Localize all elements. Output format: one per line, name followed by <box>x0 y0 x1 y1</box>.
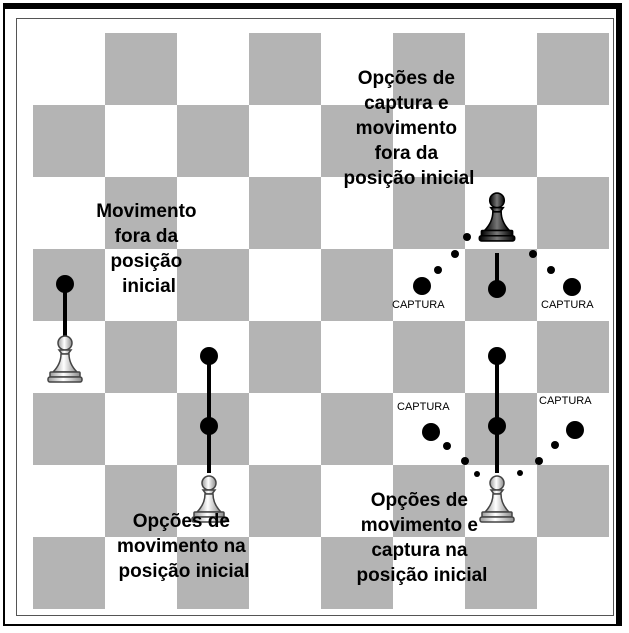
label-bottom-left: Opções de movimento na posição inicial <box>117 511 251 582</box>
diagram-svg: Opções de captura e movimento fora da po… <box>33 33 609 609</box>
dark-square <box>249 33 321 105</box>
move-dot <box>200 417 218 435</box>
capture-trail-dot <box>517 470 523 476</box>
light-square <box>537 537 609 609</box>
move-dots <box>56 275 506 435</box>
dark-square <box>249 177 321 249</box>
label-bottom-right: Opções de movimento e captura na posição… <box>357 490 488 586</box>
move-dot <box>488 280 506 298</box>
capture-trail-dot <box>474 471 480 477</box>
light-square <box>105 393 177 465</box>
capture-trail-dot <box>434 266 442 274</box>
light-square <box>321 465 393 537</box>
dark-square <box>537 177 609 249</box>
dark-square <box>393 33 465 105</box>
dark-square <box>105 465 177 537</box>
light-square <box>465 33 537 105</box>
dark-square <box>537 465 609 537</box>
dark-square <box>177 105 249 177</box>
dark-square <box>105 177 177 249</box>
dark-square <box>321 393 393 465</box>
dark-square <box>537 33 609 105</box>
light-square <box>249 537 321 609</box>
light-square <box>33 33 105 105</box>
capture-trail-dot <box>535 457 543 465</box>
dark-square <box>321 537 393 609</box>
light-square <box>177 177 249 249</box>
capture-label: CAPTURA <box>397 401 450 413</box>
move-dot <box>56 275 74 293</box>
dark-square <box>33 105 105 177</box>
capture-trail-dot <box>547 266 555 274</box>
light-square <box>249 393 321 465</box>
light-square <box>393 537 465 609</box>
capture-dot <box>563 278 581 296</box>
dark-square <box>321 249 393 321</box>
light-square <box>321 321 393 393</box>
dark-square <box>465 537 537 609</box>
inner-frame <box>16 18 614 616</box>
dark-square <box>393 177 465 249</box>
light-square <box>105 249 177 321</box>
dark-square <box>393 321 465 393</box>
dark-square <box>33 393 105 465</box>
light-square <box>249 105 321 177</box>
light-square <box>105 105 177 177</box>
capture-dots-bottom <box>422 421 584 477</box>
dark-square <box>177 537 249 609</box>
board-squares <box>33 33 609 609</box>
capture-dot <box>413 277 431 295</box>
capture-dots-top <box>413 233 581 296</box>
light-square <box>537 105 609 177</box>
light-square <box>33 465 105 537</box>
dark-square <box>321 105 393 177</box>
capture-trail-dot <box>461 457 469 465</box>
capture-dot <box>566 421 584 439</box>
dark-square <box>249 321 321 393</box>
light-square <box>321 33 393 105</box>
capture-label: CAPTURA <box>541 299 594 311</box>
capture-label: CAPTURA <box>392 299 445 311</box>
light-square <box>177 33 249 105</box>
label-top-right: Opções de captura e movimento fora da po… <box>344 68 475 189</box>
move-dot <box>200 347 218 365</box>
capture-trail-dot <box>551 441 559 449</box>
dark-square <box>537 321 609 393</box>
capture-trail-dot <box>463 233 471 241</box>
label-left: Movimento fora da posição inicial <box>96 201 202 297</box>
move-dot <box>488 417 506 435</box>
capture-dot <box>422 423 440 441</box>
dark-square <box>105 321 177 393</box>
light-square <box>249 249 321 321</box>
capture-trail-dot <box>443 442 451 450</box>
dark-square <box>105 33 177 105</box>
light-square <box>33 177 105 249</box>
light-square <box>321 177 393 249</box>
capture-trail-dot <box>451 250 459 258</box>
chess-diagram: Opções de captura e movimento fora da po… <box>33 33 609 609</box>
dark-square <box>393 465 465 537</box>
light-square <box>393 105 465 177</box>
capture-label: CAPTURA <box>539 395 592 407</box>
dark-square <box>249 465 321 537</box>
dark-square <box>33 537 105 609</box>
light-square <box>105 537 177 609</box>
dark-square <box>465 105 537 177</box>
capture-trail-dot <box>529 250 537 258</box>
move-dot <box>488 347 506 365</box>
dark-square <box>177 249 249 321</box>
